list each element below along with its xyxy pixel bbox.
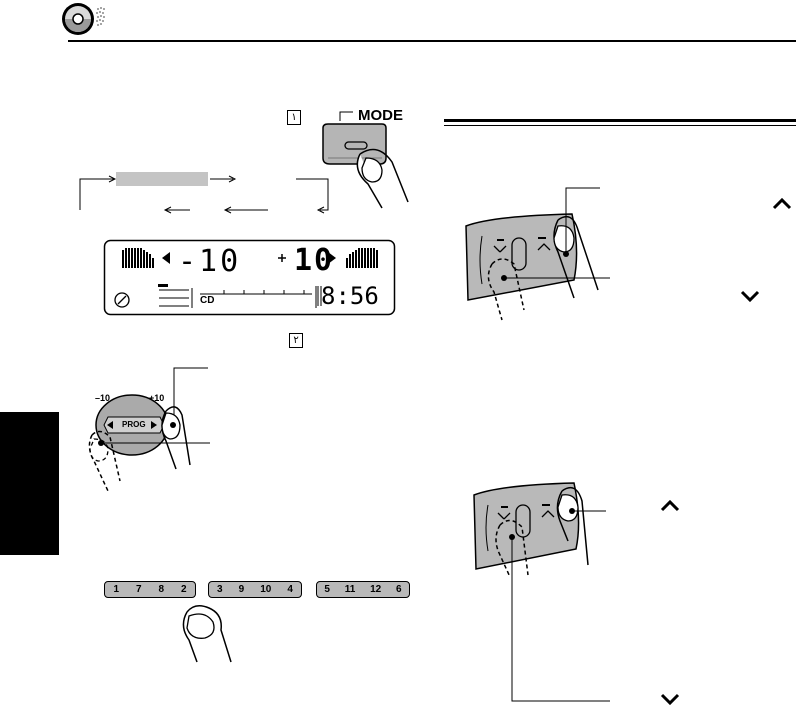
preset-2[interactable]: 2: [180, 584, 187, 595]
preset-button-group-2[interactable]: 3 9 10 4: [208, 581, 302, 598]
display-time: 8:56: [321, 282, 379, 310]
preset-8[interactable]: 8: [158, 584, 165, 595]
prog-knob[interactable]: [80, 365, 230, 505]
preset-11[interactable]: 11: [344, 584, 356, 595]
preset-3[interactable]: 3: [217, 584, 223, 595]
display-left-value: -10: [178, 244, 242, 279]
lcd-display: [103, 239, 396, 316]
track-buttons-illustration-2[interactable]: [470, 465, 796, 706]
cd-disc-icon: [62, 3, 105, 35]
preset-button-group-1[interactable]: 1 7 8 2: [104, 581, 196, 598]
preset-4[interactable]: 4: [287, 584, 293, 595]
preset-7[interactable]: 7: [135, 584, 142, 595]
step-marker-2: ٢: [289, 333, 303, 348]
prog-minus-label: –10: [95, 393, 111, 403]
display-right-value: 10: [294, 243, 335, 278]
track-buttons-illustration-1[interactable]: [462, 180, 792, 330]
step-marker-1: ١: [287, 110, 301, 125]
preset-finger: [182, 605, 232, 663]
prog-plus-label: +10: [149, 393, 165, 403]
header-rule: [68, 40, 796, 42]
header-bar: [0, 0, 796, 46]
preset-1[interactable]: 1: [113, 584, 120, 595]
preset-10[interactable]: 10: [260, 584, 272, 595]
mode-label: MODE: [358, 107, 403, 124]
mode-highlight-bar: [116, 172, 208, 186]
preset-button-group-3[interactable]: 5 11 12 6: [316, 581, 410, 598]
preset-5[interactable]: 5: [324, 584, 330, 595]
mode-button[interactable]: [320, 122, 410, 222]
mode-bracket: [339, 111, 353, 121]
side-tab: [0, 412, 59, 555]
preset-9[interactable]: 9: [238, 584, 245, 595]
section-rule-thin: [444, 125, 796, 126]
mode-cycle-arrows: [79, 175, 329, 214]
prog-label: PROG: [122, 420, 146, 429]
section-rule: [444, 119, 796, 122]
display-source: CD: [200, 295, 215, 306]
preset-6[interactable]: 6: [396, 584, 402, 595]
preset-12[interactable]: 12: [370, 584, 382, 595]
